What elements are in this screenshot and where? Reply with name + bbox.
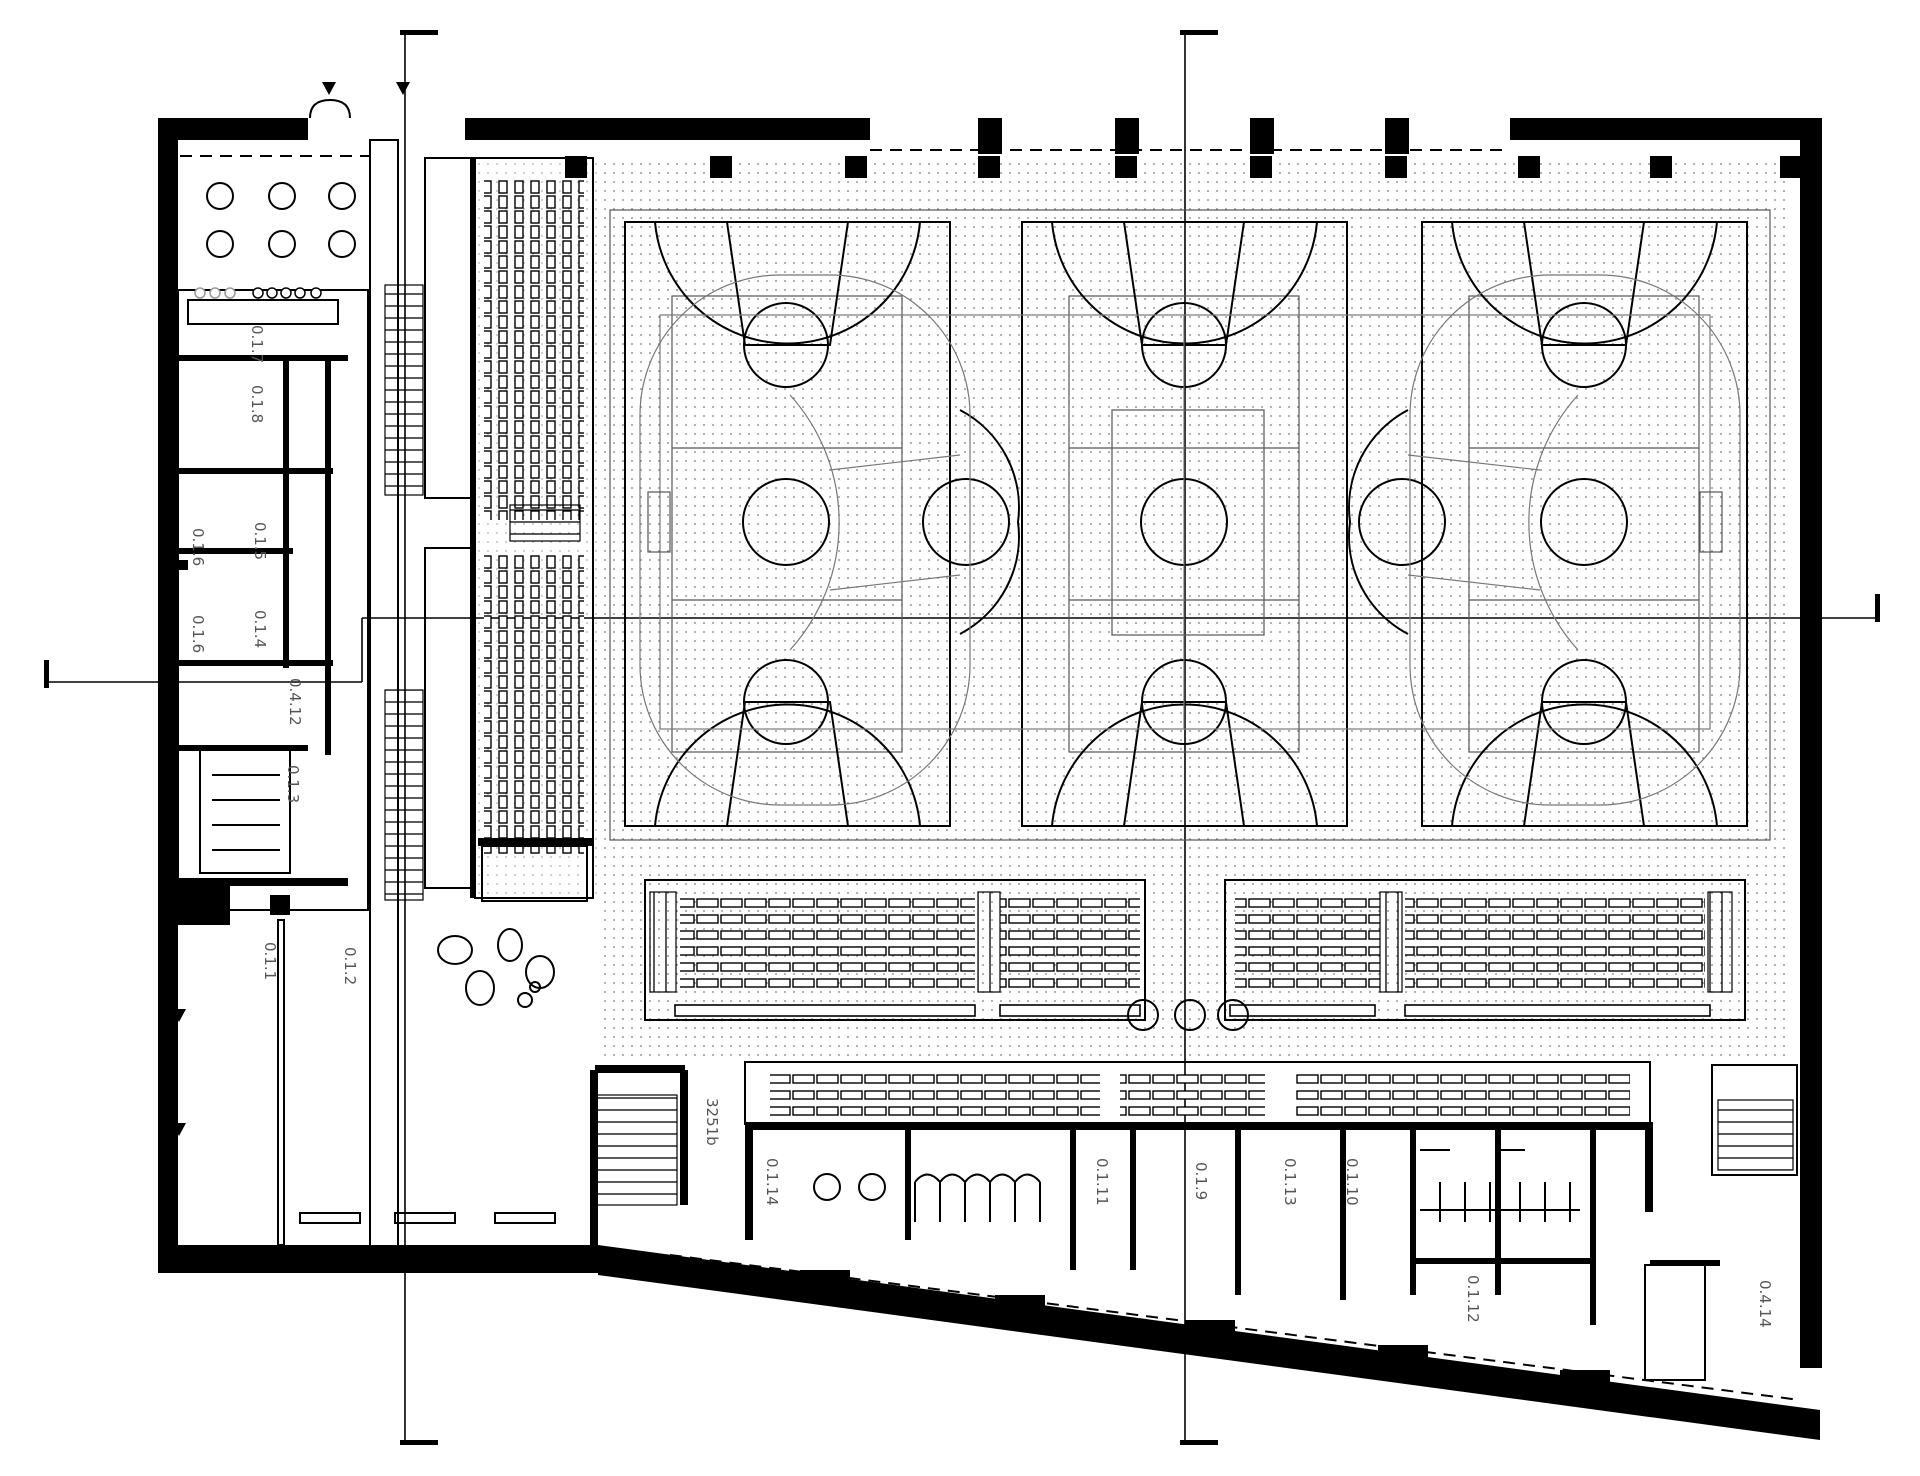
label-0110: 0.1.10 <box>1343 1158 1361 1206</box>
label-0414: 0.4.14 <box>1756 1280 1774 1328</box>
west-tribune <box>384 157 594 902</box>
label-area: 3251b <box>703 1098 721 1146</box>
label-019: 0.1.9 <box>1192 1162 1210 1200</box>
label-0112: 0.1.12 <box>1464 1275 1482 1323</box>
south-tribune <box>644 879 1746 1125</box>
label-012a: 0.4.12 <box>286 678 304 726</box>
cafe-tables <box>194 182 356 299</box>
main-entrance <box>309 82 410 119</box>
label-017: 0.1.7 <box>248 325 266 363</box>
south-wall-piers <box>800 1270 1610 1400</box>
label-011: 0.1.1 <box>261 942 279 980</box>
room-labels: 0.1.7 0.1.8 0.1.5 0.1.6 0.1.6 0.1.4 0.4.… <box>189 325 1774 1328</box>
label-014a: 0.1.4 <box>251 610 269 648</box>
label-014b: 0.1.14 <box>763 1158 781 1206</box>
label-013: 0.1.3 <box>284 765 302 803</box>
label-018: 0.1.8 <box>248 385 266 423</box>
label-015: 0.1.5 <box>251 522 269 560</box>
label-0113: 0.1.13 <box>1281 1158 1299 1206</box>
basketball-courts <box>609 209 1771 841</box>
label-0111: 0.1.11 <box>1093 1158 1111 1206</box>
west-wing <box>175 139 399 1271</box>
label-012: 0.1.2 <box>341 947 359 985</box>
label-016a: 0.1.6 <box>189 528 207 566</box>
label-016b: 0.1.6 <box>189 615 207 653</box>
south-service-rooms <box>172 1009 1822 1381</box>
foyer-elements <box>277 919 556 1246</box>
top-wall-piers <box>565 156 1802 178</box>
